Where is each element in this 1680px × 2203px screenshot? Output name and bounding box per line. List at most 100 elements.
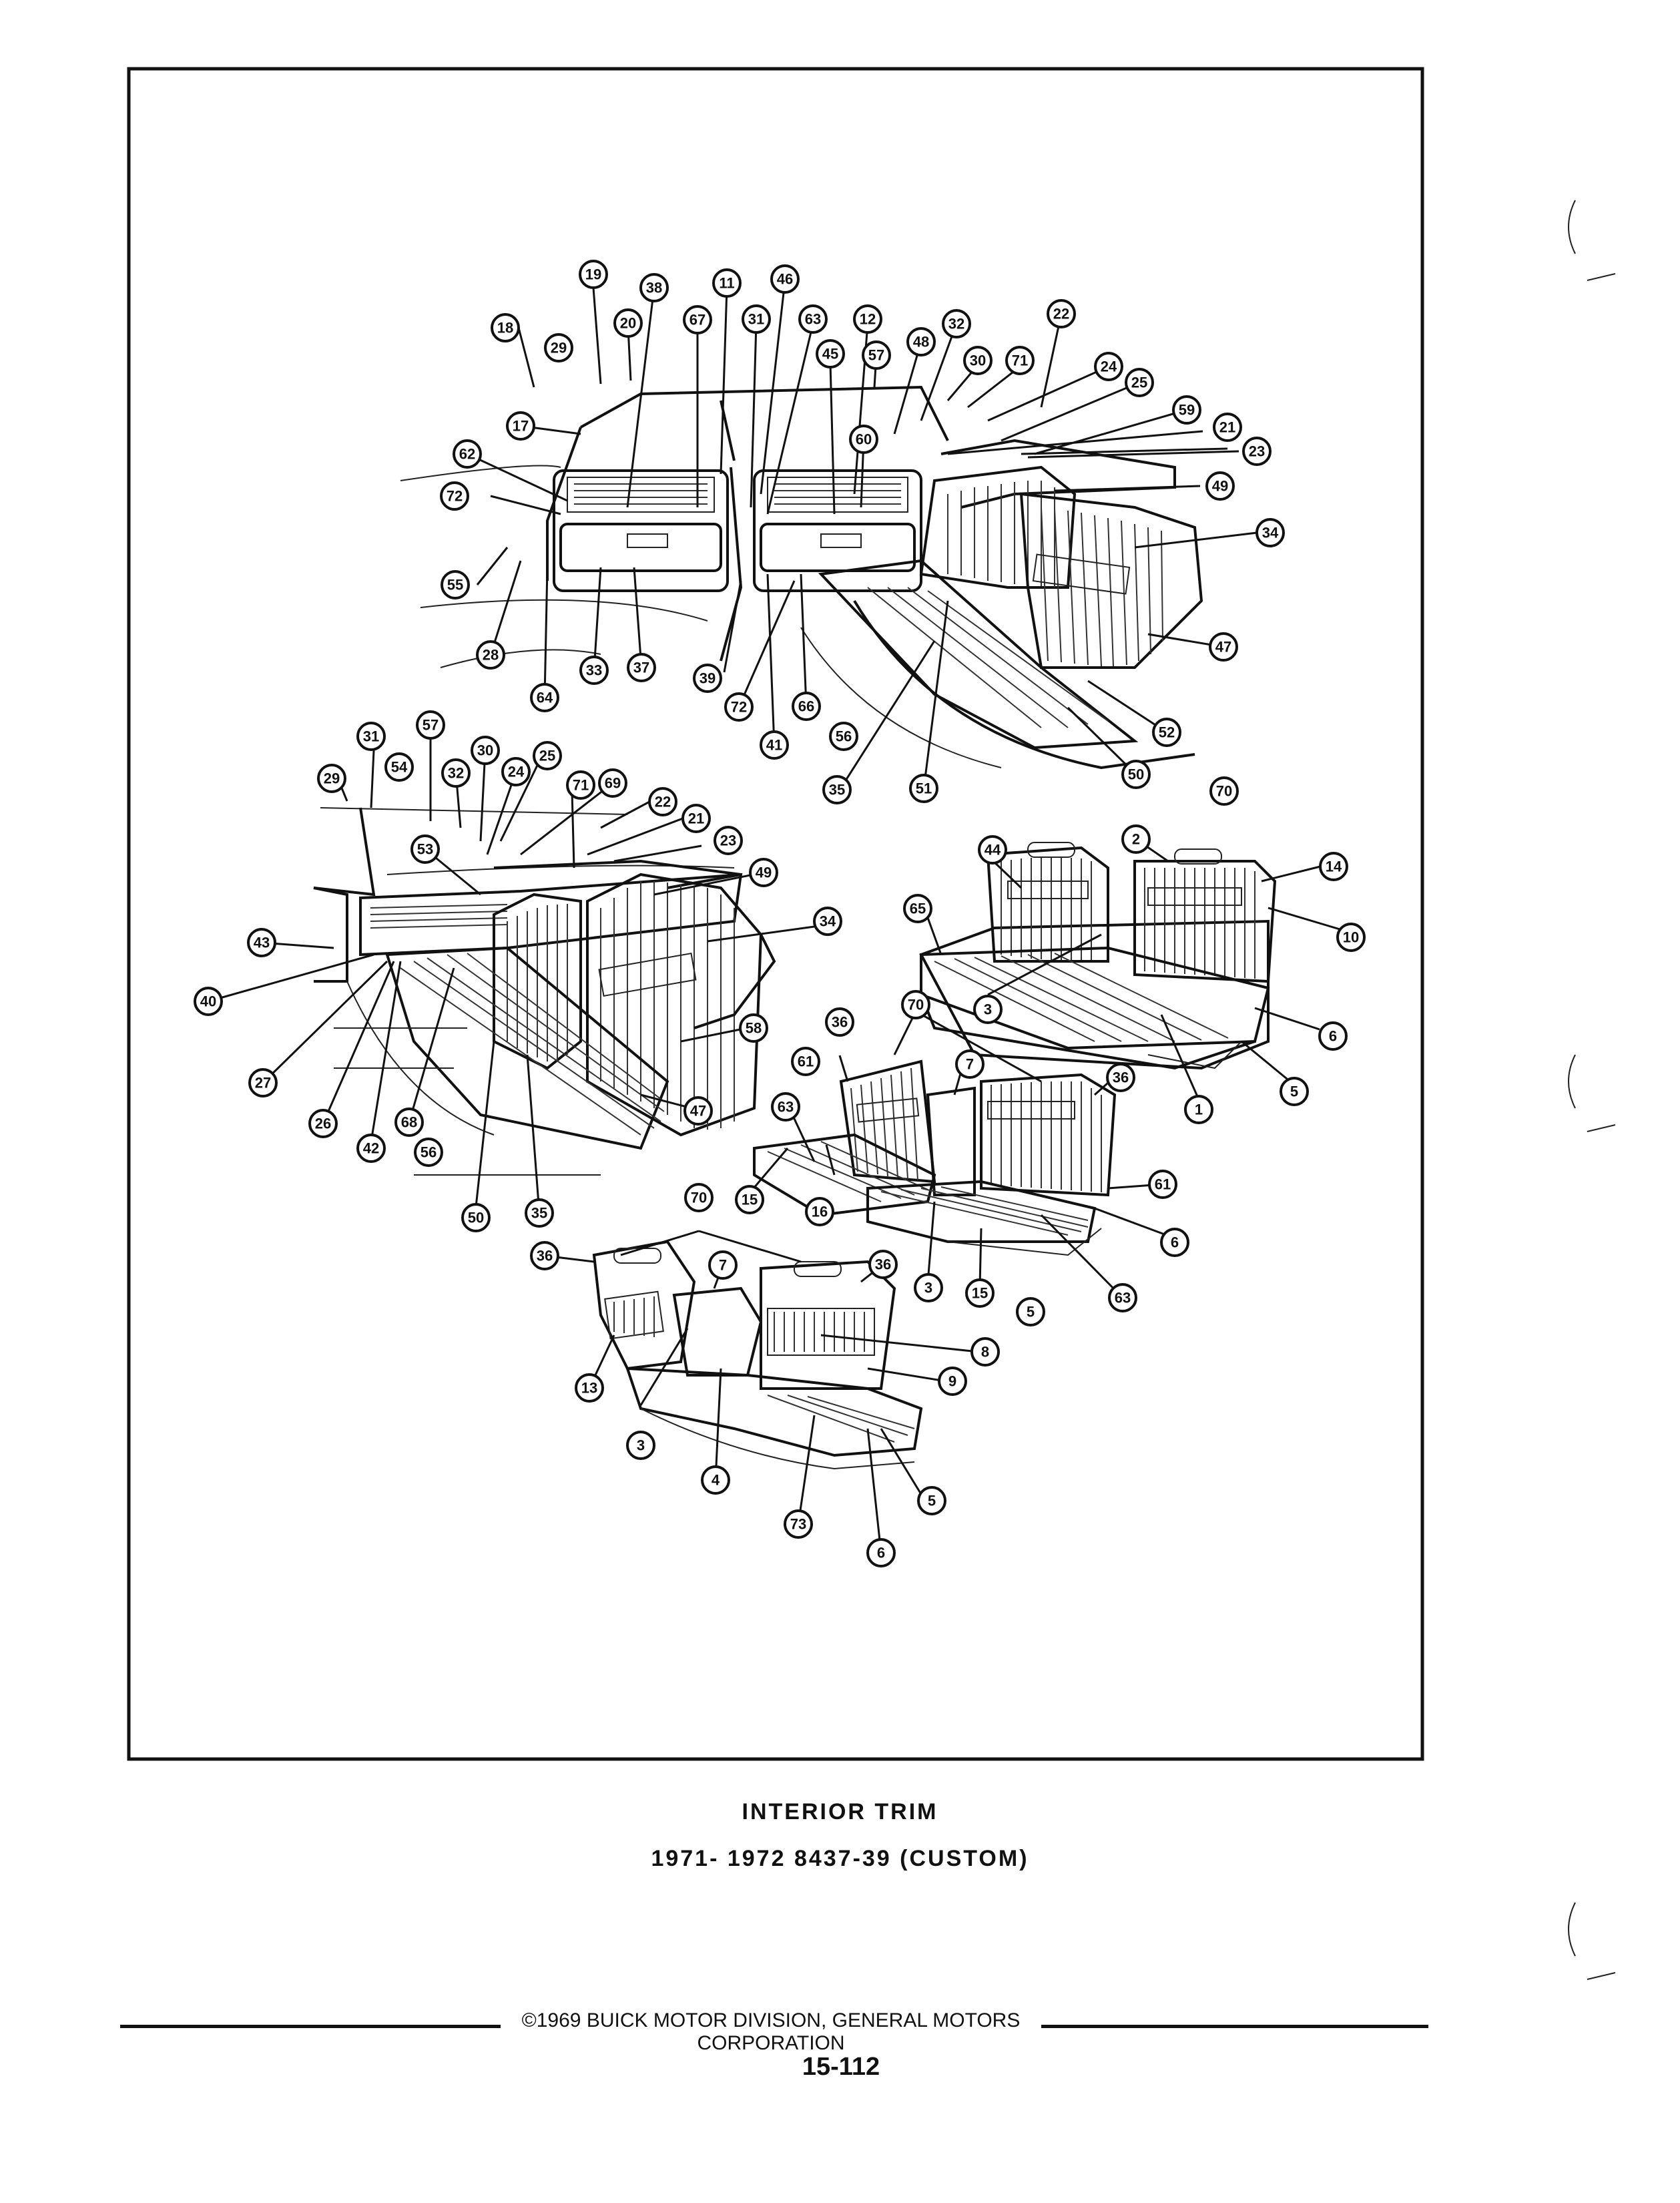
svg-text:24: 24 bbox=[508, 764, 525, 780]
callout-24: 24 bbox=[1094, 352, 1123, 381]
callout-3c: 3 bbox=[626, 1431, 655, 1460]
svg-text:5: 5 bbox=[1027, 1304, 1035, 1320]
svg-text:63: 63 bbox=[778, 1099, 794, 1116]
callout-6c: 6 bbox=[866, 1538, 896, 1567]
callout-51: 51 bbox=[909, 774, 938, 803]
svg-text:6: 6 bbox=[877, 1545, 885, 1561]
callout-61b: 61 bbox=[1148, 1170, 1177, 1199]
callout-72b: 72 bbox=[724, 692, 754, 722]
svg-text:70: 70 bbox=[1216, 783, 1232, 800]
callout-45: 45 bbox=[816, 339, 845, 369]
svg-text:59: 59 bbox=[1179, 402, 1195, 419]
svg-text:31: 31 bbox=[363, 728, 379, 745]
callout-56a: 56 bbox=[829, 722, 858, 751]
svg-text:7: 7 bbox=[719, 1257, 727, 1274]
callout-34b: 34 bbox=[813, 907, 842, 936]
margin-mark-middle bbox=[1568, 1054, 1616, 1132]
callout-2: 2 bbox=[1121, 824, 1151, 854]
svg-text:70: 70 bbox=[691, 1190, 707, 1206]
svg-text:42: 42 bbox=[363, 1140, 379, 1157]
svg-text:14: 14 bbox=[1326, 859, 1342, 875]
svg-text:12: 12 bbox=[860, 311, 876, 328]
svg-text:72: 72 bbox=[447, 488, 463, 505]
svg-text:30: 30 bbox=[970, 352, 986, 369]
svg-text:8: 8 bbox=[981, 1344, 989, 1361]
callout-23: 23 bbox=[1242, 437, 1272, 466]
callout-21: 21 bbox=[1213, 413, 1242, 442]
callout-22: 22 bbox=[1047, 299, 1076, 328]
callout-27: 27 bbox=[248, 1068, 278, 1097]
svg-text:55: 55 bbox=[447, 577, 463, 593]
callout-24b: 24 bbox=[501, 757, 531, 786]
svg-text:49: 49 bbox=[1212, 478, 1228, 495]
callout-72a: 72 bbox=[440, 481, 469, 511]
svg-text:2: 2 bbox=[1132, 831, 1140, 848]
callout-22b: 22 bbox=[648, 787, 677, 816]
svg-text:61: 61 bbox=[798, 1053, 814, 1070]
callout-70a: 70 bbox=[1209, 776, 1239, 806]
callout-3b: 3 bbox=[914, 1273, 943, 1302]
top-view-illustration bbox=[400, 385, 1203, 770]
callout-70c: 70 bbox=[684, 1183, 714, 1212]
callout-48: 48 bbox=[906, 327, 936, 356]
svg-text:66: 66 bbox=[798, 698, 814, 715]
svg-text:22: 22 bbox=[1053, 306, 1069, 322]
callout-62: 62 bbox=[453, 439, 482, 469]
callout-25: 25 bbox=[1125, 368, 1154, 397]
svg-text:4: 4 bbox=[712, 1472, 720, 1489]
svg-text:10: 10 bbox=[1343, 929, 1359, 946]
svg-text:3: 3 bbox=[924, 1280, 932, 1296]
svg-text:71: 71 bbox=[1012, 352, 1028, 369]
callout-13: 13 bbox=[575, 1373, 604, 1403]
svg-text:31: 31 bbox=[748, 311, 764, 328]
svg-text:28: 28 bbox=[483, 647, 499, 664]
callout-38: 38 bbox=[639, 273, 669, 302]
svg-text:67: 67 bbox=[689, 312, 706, 328]
callout-35a: 35 bbox=[822, 775, 852, 804]
callout-69: 69 bbox=[598, 768, 627, 798]
svg-text:11: 11 bbox=[719, 275, 734, 292]
callout-36c: 36 bbox=[530, 1241, 559, 1270]
callout-29b: 29 bbox=[317, 764, 346, 793]
svg-text:63: 63 bbox=[805, 311, 821, 328]
svg-text:44: 44 bbox=[985, 842, 1001, 859]
callout-49: 49 bbox=[1205, 471, 1235, 501]
callout-39: 39 bbox=[693, 664, 722, 693]
right-bench-illustration bbox=[919, 842, 1277, 1070]
footer-rule-left bbox=[120, 2025, 501, 2028]
svg-text:36: 36 bbox=[537, 1248, 553, 1264]
callout-15a: 15 bbox=[735, 1185, 764, 1214]
svg-text:22: 22 bbox=[655, 794, 671, 810]
svg-text:37: 37 bbox=[633, 660, 649, 676]
callout-19: 19 bbox=[579, 260, 608, 289]
svg-text:32: 32 bbox=[448, 765, 464, 782]
callout-58: 58 bbox=[739, 1013, 768, 1043]
svg-text:39: 39 bbox=[699, 670, 716, 687]
svg-text:36: 36 bbox=[1113, 1069, 1129, 1086]
callout-63c: 63 bbox=[1108, 1283, 1137, 1312]
svg-text:6: 6 bbox=[1171, 1234, 1179, 1251]
callout-42: 42 bbox=[356, 1134, 386, 1163]
svg-text:54: 54 bbox=[391, 759, 408, 776]
callout-4: 4 bbox=[701, 1465, 730, 1495]
callout-73: 73 bbox=[784, 1509, 813, 1539]
callout-7a: 7 bbox=[955, 1049, 985, 1079]
svg-text:20: 20 bbox=[620, 315, 636, 332]
callout-47b: 47 bbox=[683, 1096, 713, 1126]
svg-text:69: 69 bbox=[605, 775, 621, 792]
callout-56b: 56 bbox=[414, 1138, 443, 1167]
callouts: 19 38 11 46 18 29 20 67 31 63 12 22 45 5… bbox=[194, 260, 1366, 1567]
callout-50b: 50 bbox=[461, 1203, 491, 1232]
callout-23b: 23 bbox=[714, 826, 743, 855]
callout-60: 60 bbox=[849, 425, 878, 454]
svg-text:57: 57 bbox=[868, 347, 884, 364]
svg-text:1: 1 bbox=[1195, 1102, 1203, 1118]
svg-text:18: 18 bbox=[497, 320, 513, 336]
svg-text:61: 61 bbox=[1155, 1176, 1171, 1193]
left-view-illustration bbox=[313, 807, 776, 1176]
svg-text:33: 33 bbox=[586, 662, 602, 679]
callout-3a: 3 bbox=[973, 995, 1003, 1024]
figure-title: INTERIOR TRIM bbox=[742, 1799, 938, 1824]
callout-63b: 63 bbox=[771, 1092, 800, 1122]
callout-61a: 61 bbox=[791, 1047, 820, 1076]
